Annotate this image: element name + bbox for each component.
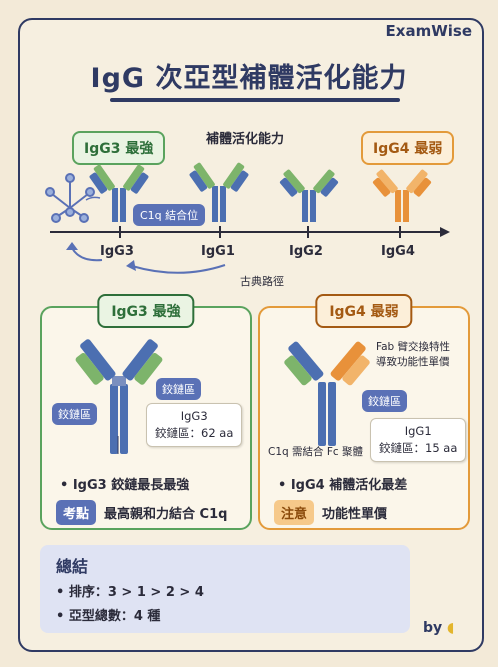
brand-logo: ExamWise xyxy=(385,22,472,40)
summary-order-text: 排序：3 > 1 > 2 > 4 xyxy=(68,585,204,600)
igg3-info-name: IgG3 xyxy=(180,409,208,423)
igg4-large-antibody xyxy=(284,341,370,446)
igg4-note-badge: 注意 xyxy=(274,500,315,525)
igg4-fab-note-line2: 導致功能性單價 xyxy=(376,356,450,368)
complement-icon xyxy=(45,173,95,223)
igg3-antibody-icon xyxy=(89,164,149,222)
axis-title: 補體活化能力 xyxy=(206,132,285,147)
igg3-large-antibody xyxy=(75,339,163,454)
igg4-badge-text: 功能性單價 xyxy=(322,507,388,522)
summary-row-order: • 排序：3 > 1 > 2 > 4 xyxy=(56,585,204,600)
byline-text: by xyxy=(423,620,443,636)
c1q-binding-label: C1q 結合位 xyxy=(133,204,206,226)
summary-title: 總結 xyxy=(56,557,89,576)
igg4-hinge-label: 鉸鏈區 xyxy=(362,390,407,412)
igg4-fab-note-line1: Fab 臂交換特性 xyxy=(376,341,451,353)
summary-box: 總結 • 排序：3 > 1 > 2 > 4 • 亞型總數：4 種 xyxy=(40,545,410,633)
igg3-hinge-label-top: 鉸鏈區 xyxy=(156,378,201,400)
igg3-hinge-label-side: 鉸鏈區 xyxy=(52,403,97,425)
igg3-info-hinge: 鉸鏈區：62 aa xyxy=(155,426,234,440)
igg3-bullet-text: IgG3 鉸鏈最長最強 xyxy=(72,478,190,493)
classic-path-arrow xyxy=(131,264,226,274)
axis-tick-igg2: IgG2 xyxy=(289,244,323,259)
igg3-badge-text: 最高親和力結合 C1q xyxy=(104,507,228,522)
axis-arrow xyxy=(440,227,450,237)
igg3-panel-header: IgG3 最強 xyxy=(97,294,195,328)
igg4-bullet-text: IgG4 補體活化最差 xyxy=(290,478,408,493)
summary-row-count: • 亞型總數：4 種 xyxy=(56,609,161,624)
igg3-bullet: • IgG3 鉸鏈最長最強 xyxy=(60,478,190,493)
byline: by ◖ xyxy=(423,620,454,636)
summary-count-text: 亞型總數：4 種 xyxy=(68,609,161,624)
c1q-fc-note: C1q 需結合 Fc 聚體 xyxy=(268,446,364,458)
classic-path-label: 古典路徑 xyxy=(240,275,284,288)
igg2-antibody-icon xyxy=(279,169,339,222)
igg4-panel: IgG4 最弱 Fab 臂交換特性 導致功能性單價 鉸鏈區 C1q 需結合 Fc… xyxy=(258,294,470,530)
axis-tick-igg3: IgG3 xyxy=(100,244,134,259)
curve-arrow-left xyxy=(71,247,103,262)
igg4-info-hinge: 鉸鏈區：15 aa xyxy=(379,441,458,455)
igg4-panel-header: IgG4 最弱 xyxy=(315,294,413,328)
title-underline xyxy=(110,98,400,102)
banana-icon: ◖ xyxy=(447,620,455,636)
axis-tick-igg4: IgG4 xyxy=(381,244,415,259)
igg3-exam-badge: 考點 xyxy=(56,500,97,525)
igg4-bullet: • IgG4 補體活化最差 xyxy=(278,478,408,493)
igg3-panel: IgG3 最強 鉸鏈區 鉸鏈區 IgG3 鉸鏈區：62 aa • IgG3 鉸鏈… xyxy=(40,294,252,530)
igg4-fab-note: Fab 臂交換特性 導致功能性單價 xyxy=(376,340,450,370)
page-title: IgG 次亞型補體活化能力 xyxy=(90,63,408,94)
strongest-tag: IgG3 最強 xyxy=(72,131,166,165)
weakest-tag: IgG4 最弱 xyxy=(361,131,455,165)
igg4-info-name: IgG1 xyxy=(404,424,432,438)
igg3-info-box: IgG3 鉸鏈區：62 aa xyxy=(146,403,243,447)
igg4-antibody-icon xyxy=(372,169,432,222)
axis-tick-igg1: IgG1 xyxy=(201,244,235,259)
igg1-antibody-icon xyxy=(189,162,249,222)
activation-axis-diagram xyxy=(45,162,450,274)
igg4-info-box: IgG1 鉸鏈區：15 aa xyxy=(370,418,467,462)
